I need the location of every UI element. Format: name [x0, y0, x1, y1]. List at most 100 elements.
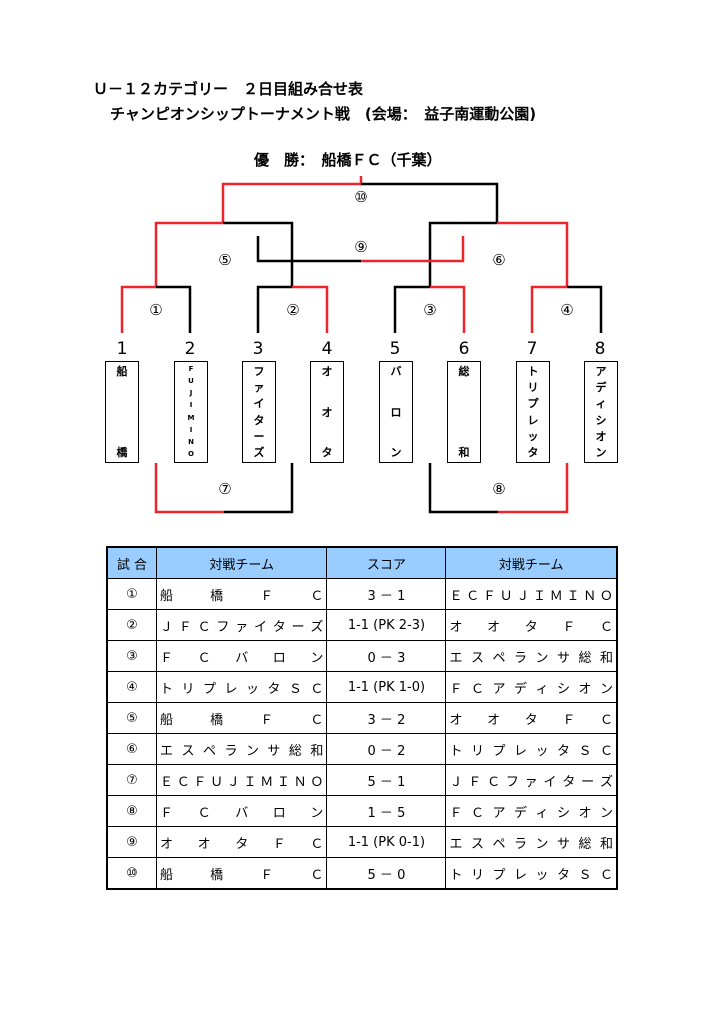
match-index-cell: ⑩	[106, 857, 157, 890]
team-char: ー	[253, 429, 265, 443]
team-char: ッ	[527, 429, 539, 443]
final-bracket-left	[221, 176, 363, 222]
match-label-10: ⑩	[354, 188, 368, 206]
team-box-8: ア デ ィ シ オ ン	[584, 361, 618, 463]
qf2-win	[292, 285, 329, 333]
team-box-3: フ ァ イ タ ー ズ	[242, 361, 276, 463]
team-char: I	[189, 401, 193, 410]
match-label-3: ③	[423, 301, 437, 319]
lower-right-win	[498, 463, 569, 514]
match-index-cell: ⑤	[106, 702, 157, 734]
team-box-4: オ オ タ	[310, 361, 344, 463]
page-subtitle: チャンピオンシップトーナメント戦 (会場： 益子南運動公園)	[110, 105, 537, 123]
match-index-cell: ④	[106, 671, 157, 703]
score-cell: 1-1 (PK 0-1)	[326, 826, 447, 858]
match-index-cell: ③	[106, 640, 157, 672]
team-char: ィ	[595, 397, 607, 411]
qf4-lose	[567, 285, 603, 333]
semi-right-bracket-lose	[428, 221, 497, 286]
team-char: N	[188, 437, 194, 446]
team-char: ズ	[253, 445, 265, 459]
team-char: ァ	[253, 381, 265, 395]
qf1-lose	[156, 285, 192, 333]
team-char: U	[188, 377, 194, 386]
score-cell: 1-1 (PK 1-0)	[326, 671, 447, 703]
match-label-6: ⑥	[492, 251, 506, 269]
score-cell: 3 － 1	[326, 578, 447, 610]
team-char: タ	[253, 413, 265, 427]
team-number: 2	[184, 339, 196, 359]
team-char: ト	[527, 365, 539, 378]
match-label-5: ⑤	[218, 251, 232, 269]
team-box-6: 総 和	[447, 361, 481, 463]
match-label-9: ⑨	[354, 238, 368, 256]
team-char: イ	[253, 397, 265, 411]
qf3-win	[430, 285, 466, 333]
qf2-lose	[256, 285, 292, 333]
team-char: 総	[458, 365, 470, 378]
team-name-text: エスペランサ総和	[160, 743, 324, 759]
header-home-team: 対戦チーム	[155, 546, 328, 579]
third-place-bracket-right	[361, 236, 465, 263]
team-number: 4	[321, 339, 333, 359]
header-match: 試 合	[106, 546, 157, 579]
third-place-bracket-left	[256, 236, 361, 263]
team-char: J	[189, 389, 193, 398]
qf4-win	[530, 285, 567, 333]
away-team-cell: エスペランサ総和	[445, 826, 618, 858]
match-index-cell: ①	[106, 578, 157, 610]
match-index-cell: ②	[106, 609, 157, 641]
lower-right-lose	[428, 463, 498, 514]
match-index-cell: ⑧	[106, 795, 157, 827]
tournament-bracket	[120, 176, 603, 514]
semi-left-bracket-win	[154, 221, 223, 286]
team-name-text: エスペランサ総和	[449, 836, 613, 852]
qf3-lose	[393, 285, 430, 333]
team-number: 8	[594, 339, 606, 359]
team-char: リ	[527, 381, 539, 395]
semi-right-bracket-win	[497, 221, 569, 286]
team-char: フ	[253, 365, 265, 378]
team-char: オ	[321, 405, 333, 419]
table-header-row: 試 合 対戦チーム スコア 対戦チーム	[106, 546, 618, 579]
score-cell: 5 － 0	[326, 857, 447, 890]
score-cell: 1 － 5	[326, 795, 447, 827]
match-index-cell: ⑥	[106, 733, 157, 765]
match-label-2: ②	[286, 301, 300, 319]
header-away-team: 対戦チーム	[445, 546, 618, 579]
team-char: I	[189, 425, 193, 434]
team-char: タ	[321, 446, 333, 459]
team-char: タ	[527, 445, 539, 459]
header-score: スコア	[326, 546, 447, 579]
team-number: 1	[116, 339, 128, 359]
match-index-cell: ⑨	[106, 826, 157, 858]
team-char: ン	[390, 446, 402, 459]
team-char: プ	[527, 397, 539, 411]
score-cell: 0 － 2	[326, 733, 447, 765]
team-char: オ	[321, 365, 333, 378]
team-number: 6	[458, 339, 470, 359]
